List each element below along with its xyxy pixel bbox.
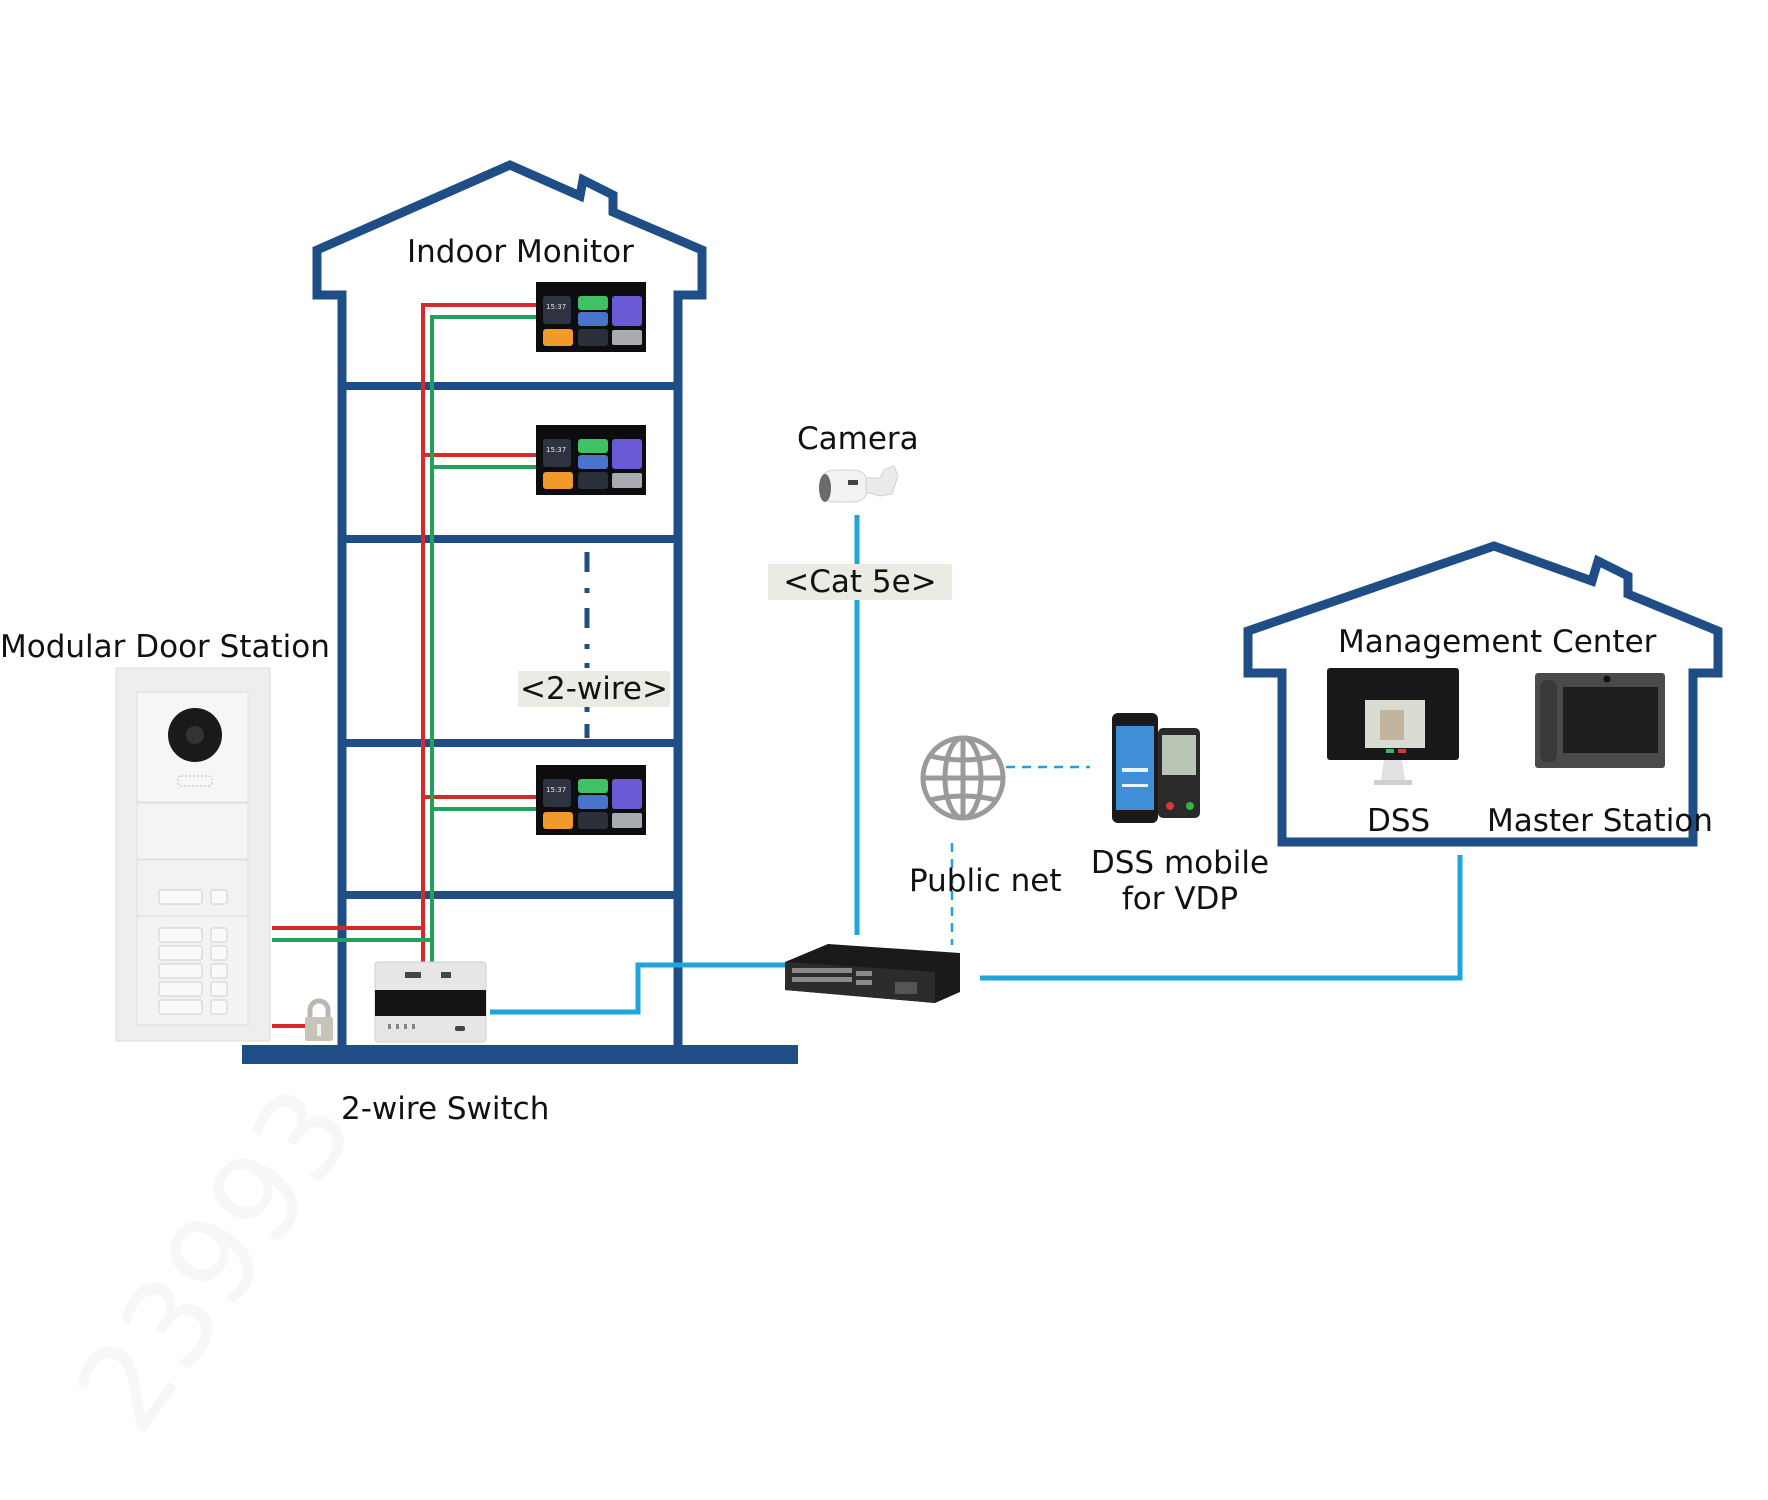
two-wire-cabling — [272, 303, 536, 1028]
label-2-wire-switch: 2-wire Switch — [341, 1091, 550, 1127]
monitor-1-time: 15:37 — [546, 303, 566, 311]
modular-door-station — [115, 667, 271, 1042]
monitor-2-time: 15:37 — [546, 446, 566, 454]
label-indoor-monitor: Indoor Monitor — [407, 234, 634, 270]
indoor-monitor-1 — [536, 282, 646, 352]
ethernet-2wire-switch-to-poe — [490, 962, 785, 1015]
red-wire-bus — [272, 303, 536, 962]
two-wire-switch-device — [374, 961, 487, 1043]
indoor-monitor-3 — [536, 765, 646, 835]
indoor-monitor-2 — [536, 425, 646, 495]
label-public-net: Public net — [909, 863, 1062, 899]
label-dss-mobile-line1: DSS mobile — [1090, 845, 1270, 881]
ethernet-poe-to-management — [980, 855, 1463, 981]
label-master-station: Master Station — [1487, 803, 1713, 839]
green-wire-bus — [272, 315, 536, 962]
label-dss-mobile: DSS mobile for VDP — [1090, 845, 1270, 917]
tag-cat5e: <Cat 5e> — [768, 564, 952, 600]
monitor-3-time: 15:37 — [546, 786, 566, 794]
mobile-phones — [1112, 713, 1200, 823]
network-switch — [785, 944, 960, 1003]
tag-2-wire: <2-wire> — [518, 671, 670, 707]
dss-workstation — [1327, 668, 1459, 785]
lock-icon — [305, 998, 333, 1041]
management-roof-outline — [1243, 541, 1723, 847]
ethernet-cabling — [490, 515, 1463, 1015]
building-roof-outline — [312, 160, 707, 1054]
globe-icon — [920, 735, 1006, 821]
ground-bar — [242, 1045, 798, 1064]
label-camera: Camera — [797, 421, 919, 457]
watermark: 23993 — [50, 1064, 383, 1456]
label-management-center: Management Center — [1338, 624, 1657, 660]
master-station-device — [1535, 673, 1665, 768]
bullet-camera — [819, 465, 899, 503]
public-net-links — [950, 765, 1090, 945]
label-modular-door-station: Modular Door Station — [0, 629, 330, 665]
label-dss: DSS — [1367, 803, 1431, 839]
residential-building — [242, 160, 798, 1064]
label-dss-mobile-line2: for VDP — [1121, 881, 1239, 917]
management-center-building — [1243, 541, 1723, 847]
